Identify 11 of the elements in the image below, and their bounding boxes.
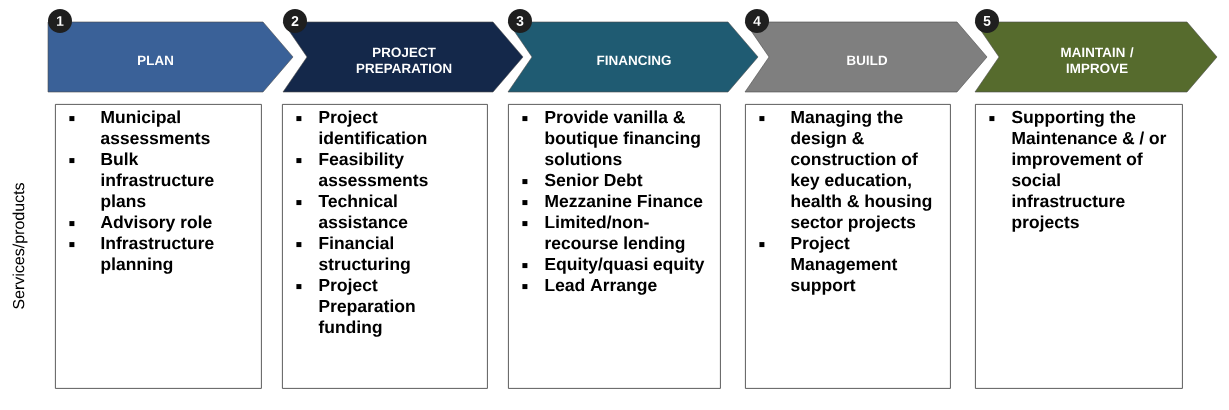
step-number: 1 <box>48 9 72 33</box>
step-number: 3 <box>508 9 532 33</box>
bullet-list-box: Municipal assessments Bulk infrastructure plans Advisory role Infrastructure planning <box>55 104 262 389</box>
bullet-list-box: Provide vanilla & boutique financing solutions Senior Debt Mezzanine Finance Limited/non-recourse lending Equity/quasi equity Lead Arrange <box>508 104 721 389</box>
step-number: 4 <box>745 9 769 33</box>
bullet-list-box: Managing the design & construction of key education, health & housing sector projects Project Management support <box>745 104 951 389</box>
step-number: 2 <box>283 9 307 33</box>
step-number: 5 <box>975 9 999 33</box>
bullet-list-box: Supporting the Maintenance & / or improvement of social infrastructure projects <box>975 104 1183 389</box>
bullet-list-box: Project identification Feasibility assessments Technical assistance Financial structuring Project Preparation funding <box>282 104 488 389</box>
axis-label: Services/products <box>12 183 28 309</box>
